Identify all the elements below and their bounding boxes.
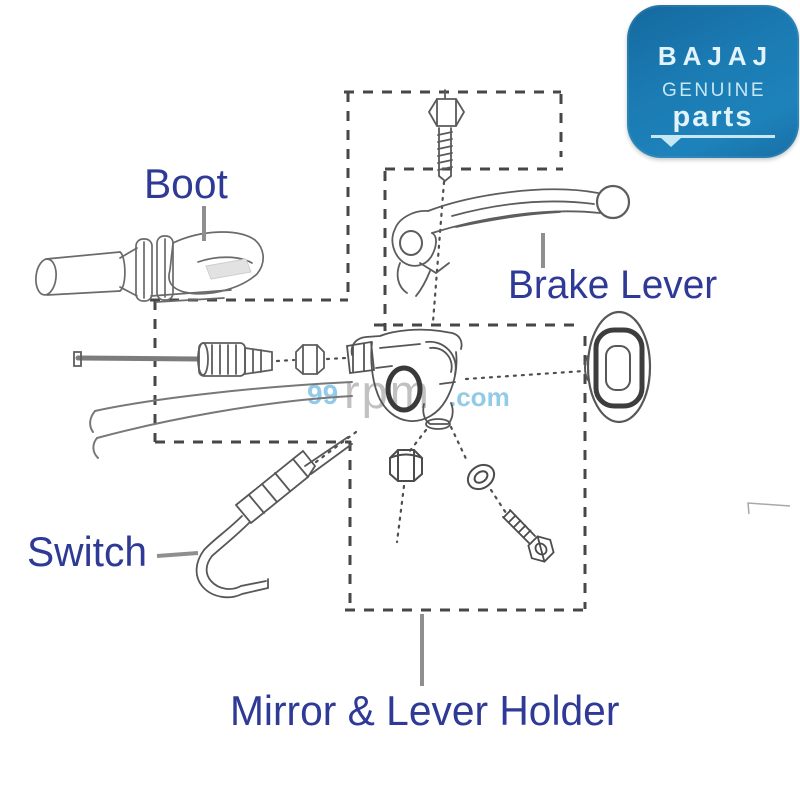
locknut-drawing [389,449,423,482]
cable-drawing [89,381,353,459]
boot-drawing [35,231,264,303]
pivot-screw-drawing [502,509,555,563]
washer-drawing [466,463,496,491]
dashed-group-boxes [150,90,587,612]
label-boot: Boot [144,160,228,207]
assembly-dotted-leaders [275,180,586,544]
stray-mark [747,502,791,515]
switch-drawing [195,436,353,599]
bolt-drawing [427,89,466,183]
lever-holder-drawing [346,328,463,430]
genuine-text: GENUINE [661,80,767,101]
label-pointer-lines [156,206,545,686]
logo-underline [651,135,775,147]
watermark-com: .com [449,382,510,412]
bajaj-genuine-parts-badge: BAJAJ GENUINE parts [627,5,799,158]
label-switch: Switch [27,528,147,575]
adjuster-screw-drawing [73,342,325,377]
down-chevron-icon [661,138,681,147]
label-mirror-lever-holder: Mirror & Lever Holder [230,687,620,734]
parts-text: parts [672,101,754,133]
brake-lever-drawing [391,184,631,297]
mirror-drawing [584,310,652,424]
bajaj-brand-wordmark: BAJAJ [657,41,774,71]
label-brake-lever: Brake Lever [508,263,718,307]
